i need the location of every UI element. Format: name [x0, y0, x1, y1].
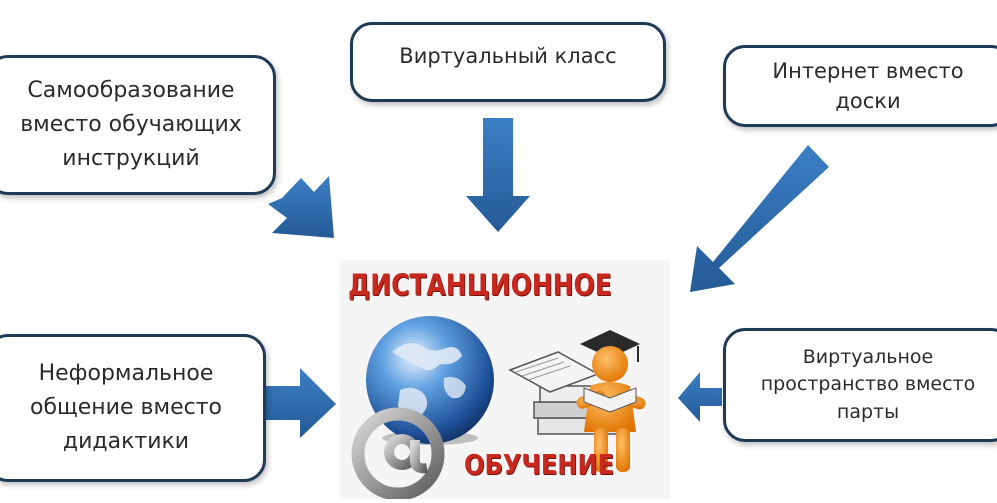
self-education-line-1: Самообразование	[27, 77, 235, 103]
self-education-line-2: вместо обучающих	[20, 111, 242, 137]
at-sign-icon	[351, 407, 445, 501]
self-education-line-3: инструкций	[62, 146, 200, 172]
arrow-virtual-class	[466, 118, 530, 232]
self-education-box: Самообразование вместо обучающих инструк…	[0, 55, 276, 195]
virtual-class-line-1: Виртуальный класс	[399, 43, 617, 68]
internet-box: Интернет вместо доски	[723, 45, 997, 127]
virtual-class-box: Виртуальный класс	[350, 22, 666, 102]
title-learning: ОБУЧЕНИЕ	[464, 448, 615, 481]
internet-line-2: доски	[835, 89, 901, 113]
virtual-space-line-3: парты	[836, 400, 900, 423]
graduate-figure-icon	[576, 330, 646, 472]
informal-line-1: Неформальное	[38, 360, 214, 386]
arrow-internet	[690, 145, 829, 292]
title-distance: ДИСТАНЦИОННОЕ	[348, 268, 612, 302]
virtual-space-box: Виртуальное пространство вместо парты	[723, 328, 997, 442]
illustration-graphic	[351, 316, 646, 501]
virtual-space-line-2: пространство вместо	[760, 373, 976, 396]
arrow-self-education	[268, 176, 334, 238]
virtual-space-line-1: Виртуальное	[802, 345, 934, 368]
arrow-informal	[262, 368, 336, 438]
informal-line-3: дидактики	[62, 429, 190, 455]
books-icon	[508, 351, 625, 435]
informal-box: Неформальное общение вместо дидактики	[0, 334, 266, 482]
arrow-virtual-space	[678, 372, 722, 422]
internet-line-1: Интернет вместо	[772, 58, 964, 83]
informal-line-2: общение вместо	[30, 394, 222, 420]
distance-learning-illustration	[340, 260, 670, 501]
